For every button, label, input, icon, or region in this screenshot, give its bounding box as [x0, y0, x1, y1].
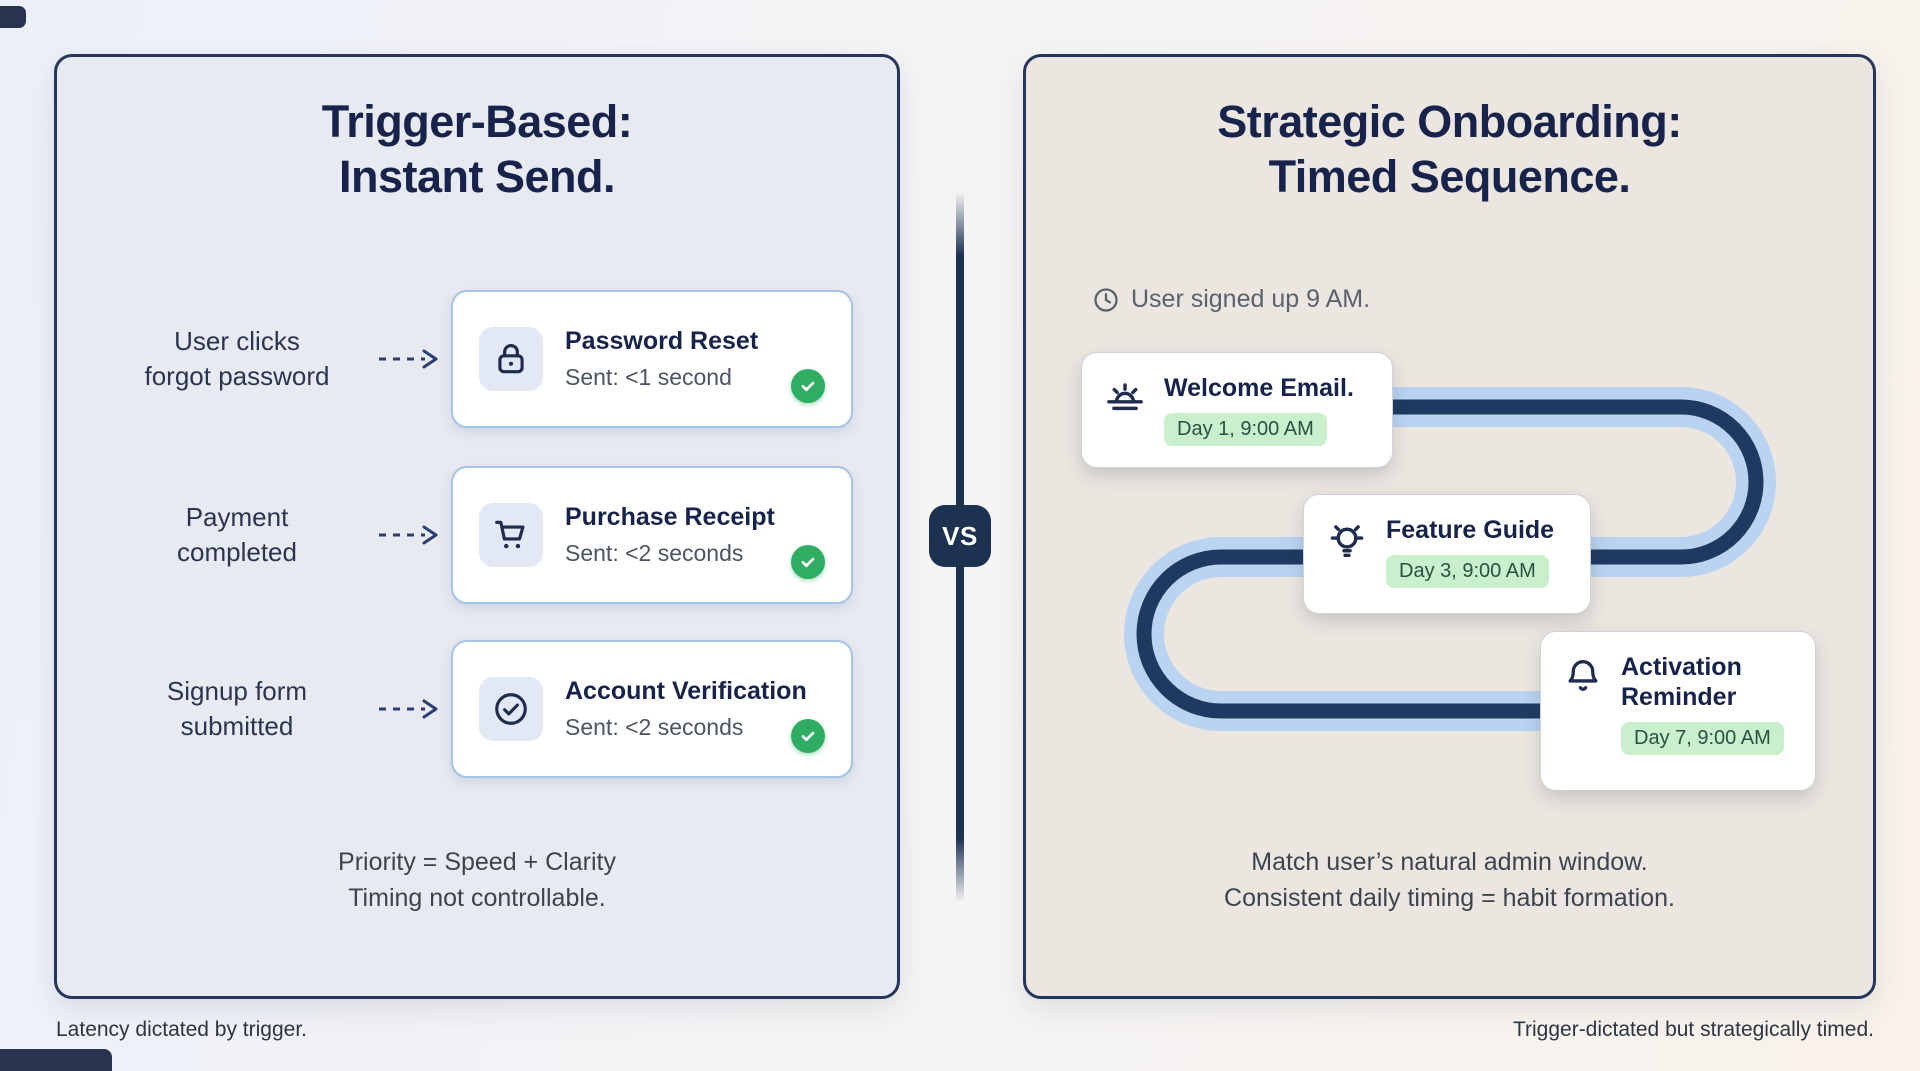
bell-icon: [1561, 654, 1605, 698]
step-title: Welcome Email.: [1164, 374, 1354, 402]
right-footer-line2: Consistent daily timing = habit formatio…: [1224, 883, 1675, 912]
right-title-line2: Timed Sequence.: [1268, 150, 1631, 202]
left-panel-footer: Priority = Speed + Clarity Timing not co…: [57, 845, 897, 916]
lightbulb-icon: [1324, 517, 1370, 563]
email-card-subtitle: Sent: <1 second: [565, 364, 732, 390]
trigger-label-line1: User clicks: [174, 325, 300, 356]
trigger-label: Payment completed: [107, 500, 367, 570]
step-day-badge: Day 3, 9:00 AM: [1386, 555, 1549, 588]
right-caption: Trigger-dictated but strategically timed…: [1512, 1018, 1874, 1041]
dashed-arrow-icon: [377, 347, 441, 371]
trigger-based-panel: Trigger-Based: Instant Send. User clicks…: [54, 54, 900, 999]
right-footer-line1: Match user’s natural admin window.: [1251, 848, 1648, 876]
frame-artifact-bottom-left: [0, 1049, 112, 1071]
trigger-label-line2: forgot password: [144, 361, 330, 391]
step-card-welcome-email: Welcome Email. Day 1, 9:00 AM: [1081, 352, 1393, 468]
signup-note-text: User signed up 9 AM.: [1131, 285, 1371, 313]
sent-check-icon: [791, 545, 825, 579]
left-title-line1: Trigger-Based:: [321, 96, 633, 147]
email-card-subtitle: Sent: <2 seconds: [565, 540, 744, 566]
step-title: Feature Guide: [1386, 516, 1555, 544]
trigger-label-line2: submitted: [180, 711, 294, 741]
dashed-arrow-icon: [377, 697, 441, 721]
trigger-label-line1: Payment: [185, 501, 289, 532]
step-card-activation-reminder: Activation Reminder Day 7, 9:00 AM: [1540, 631, 1816, 791]
sent-check-icon: [791, 719, 825, 753]
left-footer-line1: Priority = Speed + Clarity: [338, 848, 616, 876]
step-day-badge: Day 7, 9:00 AM: [1621, 722, 1784, 755]
cart-icon: [479, 503, 543, 567]
right-panel-footer: Match user’s natural admin window. Consi…: [1026, 845, 1873, 916]
trigger-label: Signup form submitted: [107, 674, 367, 744]
circle-check-icon: [479, 677, 543, 741]
email-card-title: Password Reset: [565, 327, 759, 355]
email-card-purchase-receipt: Purchase Receipt Sent: <2 seconds: [451, 466, 853, 604]
step-card-feature-guide: Feature Guide Day 3, 9:00 AM: [1303, 494, 1591, 614]
frame-artifact-top-left: [0, 6, 26, 28]
step-day-badge: Day 1, 9:00 AM: [1164, 413, 1327, 446]
left-panel-title: Trigger-Based: Instant Send.: [57, 95, 897, 205]
trigger-label-line2: completed: [177, 537, 297, 567]
right-title-line1: Strategic Onboarding:: [1217, 96, 1682, 147]
email-card-title: Purchase Receipt: [565, 503, 775, 531]
sent-check-icon: [791, 369, 825, 403]
right-panel-title: Strategic Onboarding: Timed Sequence.: [1026, 95, 1873, 205]
sunrise-icon: [1102, 375, 1148, 421]
email-card-title: Account Verification: [565, 677, 807, 705]
vs-badge: VS: [929, 505, 991, 567]
trigger-label: User clicks forgot password: [107, 324, 367, 394]
left-caption: Latency dictated by trigger.: [56, 1018, 307, 1041]
left-title-line2: Instant Send.: [338, 150, 616, 202]
trigger-row-purchase-receipt: Payment completed Purchase Receipt Sent:…: [107, 466, 853, 604]
dashed-arrow-icon: [377, 523, 441, 547]
lock-icon: [479, 327, 543, 391]
clock-icon: [1094, 287, 1118, 312]
timeline-snake-path: [1124, 387, 1776, 731]
trigger-row-password-reset: User clicks forgot password Password Res…: [107, 290, 853, 428]
strategic-onboarding-panel: Strategic Onboarding: Timed Sequence. Us…: [1023, 54, 1876, 999]
trigger-row-account-verification: Signup form submitted Account Verificati…: [107, 640, 853, 778]
trigger-label-line1: Signup form: [166, 675, 308, 706]
signup-note: User signed up 9 AM.: [1092, 285, 1370, 314]
email-card-account-verification: Account Verification Sent: <2 seconds: [451, 640, 853, 778]
left-footer-line2: Timing not controllable.: [348, 883, 606, 912]
email-card-password-reset: Password Reset Sent: <1 second: [451, 290, 853, 428]
email-card-subtitle: Sent: <2 seconds: [565, 714, 744, 740]
step-title: Activation Reminder: [1621, 653, 1742, 711]
